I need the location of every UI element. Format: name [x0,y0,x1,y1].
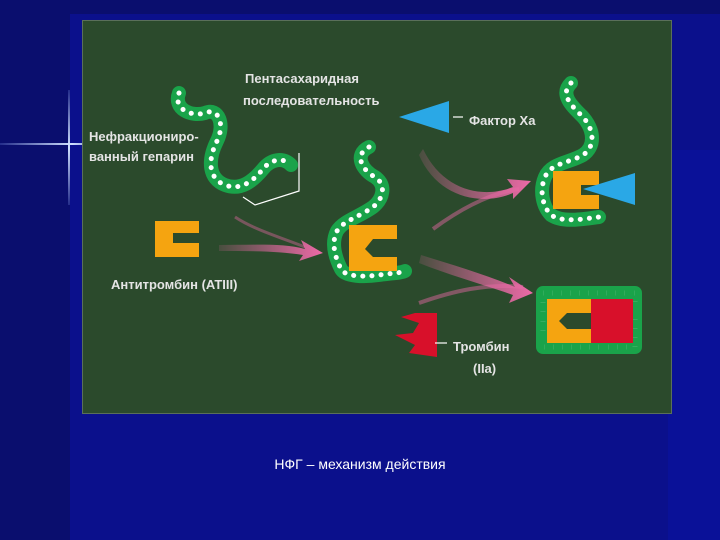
factor-xa-complex [535,76,635,227]
factor-xa-free-triangle [399,101,449,133]
thrombin-label-line2: (IIa) [473,361,497,376]
pentasaccharide-pointer-line [242,153,300,206]
decor-cross-vertical [68,90,70,205]
mechanism-diagram [155,76,642,357]
slide-caption: НФГ – механизм действия [274,456,446,472]
diagram-panel: Пентасахаридная последовательность Нефра… [82,20,672,414]
thrombin-free [395,313,437,357]
arrow-heparin-down [234,215,306,249]
arrow-lower-swoosh [418,283,524,305]
pentasaccharide-label-line2: последовательность [243,93,380,108]
factor-xa-label: Фактор Ха [469,113,536,128]
arrow-to-thrombin-complex [419,255,533,303]
right-decor-band [668,150,720,540]
arrow-to-complex [219,240,323,261]
top-decor-band [0,0,720,14]
thrombin-label-line1: Тромбин [453,339,510,354]
heparin-chain-free [170,86,298,194]
heparin-label-line1: Нефракциониро- [89,129,199,144]
antithrombin-label: Антитромбин (ATIII) [111,277,238,292]
pentasaccharide-label-line1: Пентасахаридная [245,71,359,86]
arrow-upper-swoosh [431,187,520,231]
thrombin-complex [536,286,642,354]
heparin-antithrombin-complex [327,140,412,284]
heparin-label-line2: ванный гепарин [89,149,194,164]
antithrombin-free [155,221,199,257]
arrow-to-factor-xa-complex [419,149,531,199]
decor-cross-horizontal [0,143,120,145]
left-decor-band [0,0,70,540]
